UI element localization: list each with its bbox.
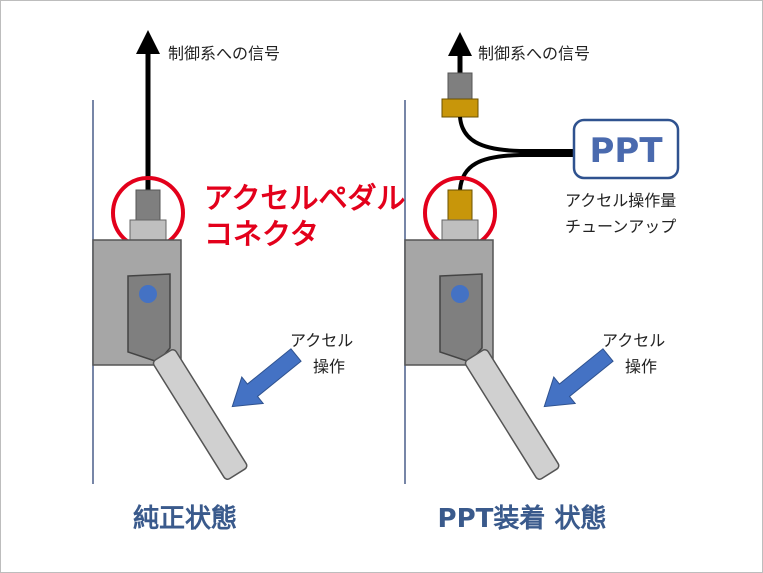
left-connector	[135, 189, 161, 221]
right-accel-label-1: アクセル	[602, 331, 665, 350]
right-accel-label-2: 操作	[625, 357, 657, 376]
left-signal-arrowhead	[136, 30, 160, 54]
tuneup-label-1: アクセル操作量	[565, 191, 676, 210]
right-cable-top	[458, 116, 575, 153]
left-accel-label-1: アクセル	[290, 331, 353, 350]
right-panel: 制御系への信号 PPT アクセル操作量 チューンアップ アクセル 操作 PPT装…	[404, 32, 680, 534]
right-signal-arrowhead	[448, 32, 472, 56]
left-accel-label-2: 操作	[313, 357, 345, 376]
left-connector-label-1: アクセルペダル	[204, 181, 406, 215]
right-accel-arrow	[543, 348, 614, 408]
left-connector-base	[129, 219, 167, 241]
right-top-connector	[447, 72, 473, 100]
right-connector-base	[441, 219, 479, 241]
right-pedal	[464, 348, 560, 480]
right-caption: PPT装着 状態	[438, 503, 607, 534]
left-signal-label: 制御系への信号	[168, 44, 280, 63]
right-connector	[447, 189, 473, 221]
tuneup-label-2: チューンアップ	[565, 217, 676, 236]
ppt-label: PPT	[589, 131, 663, 171]
left-caption: 純正状態	[133, 503, 237, 534]
left-accel-arrow	[231, 348, 302, 408]
right-signal-label: 制御系への信号	[478, 44, 590, 63]
left-connector-label-2: コネクタ	[204, 217, 319, 251]
ppt-box	[572, 118, 680, 180]
left-panel: 制御系への信号 アクセルペダル コネクタ アクセル 操作 純正状態	[92, 30, 406, 534]
right-cable-bottom	[458, 153, 575, 191]
left-pedal	[152, 348, 248, 480]
left-pivot	[139, 285, 157, 303]
right-pivot	[451, 285, 469, 303]
right-top-connector-plug	[441, 98, 479, 118]
